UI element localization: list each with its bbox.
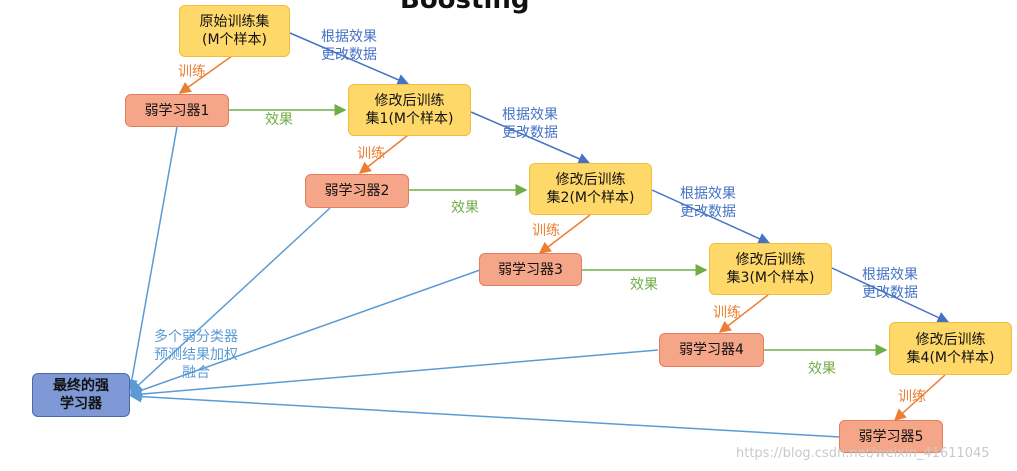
weak-learner-4: 弱学习器4	[659, 333, 764, 367]
fusion-arrow-1	[125, 126, 178, 392]
train-label-5: 训练	[898, 389, 926, 405]
effect-label-1: 效果	[265, 112, 293, 128]
weak-learner-5: 弱学习器5	[839, 420, 943, 453]
train-arrow-3	[538, 214, 591, 254]
watermark: https://blog.csdn.net/weixin_41611045	[736, 446, 990, 461]
update-label-1: 根据效果 更改数据	[321, 29, 377, 63]
diagram-title: Boosting	[400, 0, 530, 15]
update-label-2: 根据效果 更改数据	[502, 107, 558, 141]
train-label-4: 训练	[713, 305, 741, 321]
fusion-arrow-5	[129, 390, 841, 438]
effect-label-3: 效果	[630, 277, 658, 293]
modified-training-set-1: 修改后训练 集1(M个样本)	[348, 84, 471, 136]
train-label-3: 训练	[532, 223, 560, 239]
modified-training-set-2: 修改后训练 集2(M个样本)	[529, 163, 652, 215]
effect-label-4: 效果	[808, 361, 836, 377]
update-arrow-2	[470, 111, 591, 165]
update-arrow-3	[651, 189, 771, 245]
train-arrow-4	[718, 294, 769, 333]
fusion-arrow-2	[129, 207, 331, 394]
update-arrow-4	[831, 267, 950, 324]
original-training-set: 原始训练集 (M个样本)	[179, 5, 290, 57]
weak-learner-3: 弱学习器3	[479, 253, 582, 286]
update-label-3: 根据效果 更改数据	[680, 186, 736, 220]
train-arrow-2	[358, 134, 409, 174]
modified-training-set-4: 修改后训练 集4(M个样本)	[889, 322, 1012, 375]
fusion-arrow-3	[129, 269, 481, 397]
fusion-label: 多个弱分类器 预测结果加权 融合	[154, 329, 238, 381]
weak-learner-2: 弱学习器2	[305, 174, 409, 208]
update-label-4: 根据效果 更改数据	[862, 267, 918, 301]
fusion-arrow-4	[129, 349, 659, 401]
update-arrow-1	[289, 32, 410, 86]
weak-learner-1: 弱学习器1	[125, 94, 229, 127]
effect-label-2: 效果	[451, 200, 479, 216]
final-strong-learner: 最终的强 学习器	[32, 373, 130, 417]
train-arrow-1	[178, 55, 233, 94]
train-label-1: 训练	[178, 64, 206, 80]
train-arrow-5	[893, 374, 946, 422]
modified-training-set-3: 修改后训练 集3(M个样本)	[709, 243, 832, 295]
train-label-2: 训练	[357, 146, 385, 162]
